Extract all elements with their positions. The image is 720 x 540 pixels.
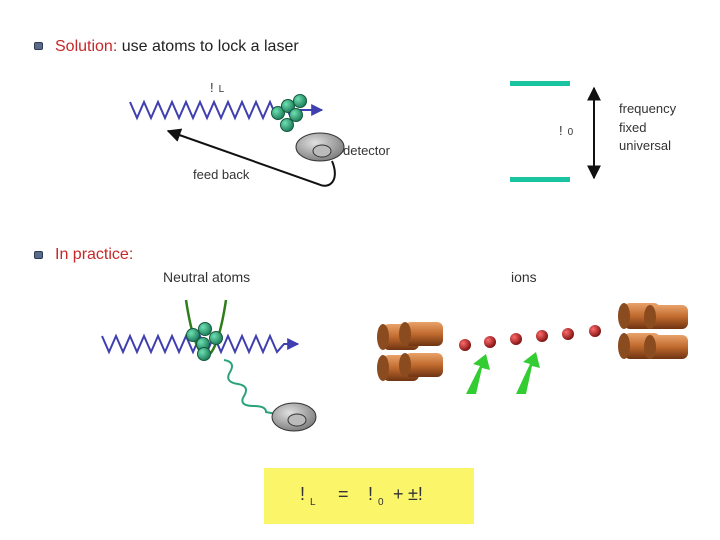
laser-arrow-2 (516, 352, 540, 394)
energy-level-lower (510, 177, 570, 182)
ion-trap-electrodes-left (377, 322, 443, 381)
equation-equals: = (338, 484, 349, 504)
equation-rhs: !0 (368, 484, 384, 508)
ions-label: ions (511, 269, 537, 285)
equation-delta: ±! (408, 484, 423, 504)
atom-cluster-top (271, 94, 307, 132)
heading-solution-rest: use atoms to lock a laser (117, 38, 299, 55)
heading-solution: Solution: use atoms to lock a laser (55, 38, 299, 56)
atom-cluster-trapped (186, 322, 223, 361)
neutral-atoms-label: Neutral atoms (163, 269, 251, 285)
ion-chain (459, 325, 601, 351)
equation-lhs: !L (300, 484, 316, 508)
ion-trap-electrodes-right (618, 303, 688, 359)
equation-plus: + (393, 484, 404, 504)
detector-label: detector (343, 143, 390, 158)
property-frequency: frequency (619, 101, 677, 116)
feedback-label: feed back (193, 167, 250, 182)
detector-top (295, 132, 345, 162)
energy-level-upper (510, 81, 570, 86)
property-universal: universal (619, 138, 672, 153)
bullet-solution (34, 42, 43, 50)
laser-symbol: !L (210, 80, 225, 95)
laser-arrow-1 (466, 354, 490, 394)
bullet-practice (34, 251, 43, 259)
feedback-arrow (166, 128, 336, 187)
fluorescence-photon (223, 359, 277, 415)
transition-symbol: !0 (559, 123, 574, 138)
property-fixed: fixed (619, 120, 647, 135)
detector-bottom (271, 402, 317, 432)
heading-solution-red: Solution: (55, 38, 118, 55)
equation-box (264, 468, 474, 524)
heading-practice: In practice: (55, 246, 134, 263)
